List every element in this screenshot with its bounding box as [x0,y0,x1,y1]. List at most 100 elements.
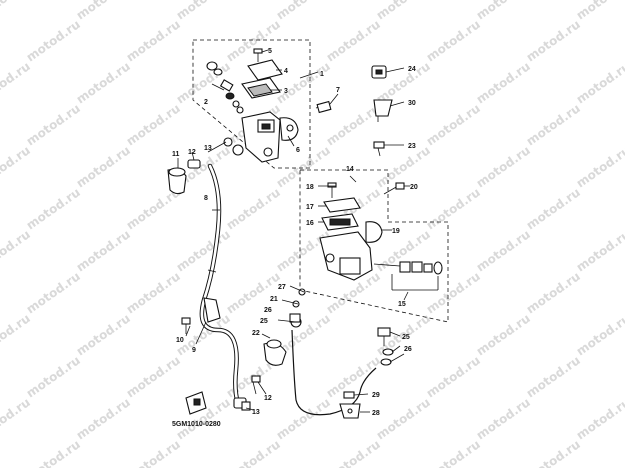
callout-13: 13 [204,145,212,152]
watermark-text: motod.ru [524,17,583,64]
watermark-text: motod.ru [574,0,625,22]
watermark-text: motod.ru [474,395,533,442]
callout-24: 24 [408,66,416,73]
watermark-text: motod.ru [574,143,625,190]
watermark-text: motod.ru [474,143,533,190]
watermark-text: motod.ru [74,311,133,358]
callout-23: 23 [408,143,416,150]
master-cylinder-assembly-outline [192,39,311,169]
callout-1: 1 [320,71,324,78]
callout-5: 5 [268,48,272,55]
watermark-text: motod.ru [574,311,625,358]
watermark-text: motod.ru [74,59,133,106]
watermark-text: motod.ru [24,269,83,316]
watermark-text: motod.ru [24,353,83,400]
clutch-pipe [291,329,377,416]
watermark-text: motod.ru [524,269,583,316]
watermark-text: motod.ru [174,0,233,22]
watermark-text: motod.ru [274,143,333,190]
callout-26b: 26 [404,346,412,353]
note-icon [185,391,207,415]
callout-27: 27 [278,284,286,291]
right-side-parts [339,65,394,419]
watermark-text: motod.ru [124,437,183,468]
watermark-text: motod.ru [324,437,383,468]
callout-26: 26 [264,307,272,314]
watermark-text: motod.ru [424,353,483,400]
watermark-text: motod.ru [0,59,33,106]
watermark-text: motod.ru [124,353,183,400]
watermark-text: motod.ru [524,185,583,232]
callout-12b: 12 [264,395,272,402]
callout-21: 21 [270,296,278,303]
watermark-text: motod.ru [0,143,33,190]
watermark-text: motod.ru [174,227,233,274]
watermark-text: motod.ru [574,227,625,274]
watermark-text: motod.ru [424,101,483,148]
callout-13b: 13 [252,409,260,416]
callout-8: 8 [204,195,208,202]
watermark-text: motod.ru [524,437,583,468]
callout-17: 17 [306,204,314,211]
leaders-right [185,67,410,413]
callout-15: 15 [398,301,406,308]
callout-4: 4 [284,68,288,75]
watermark-text: motod.ru [224,437,283,468]
watermark-text: motod.ru [474,0,533,22]
watermark-text: motod.ru [224,185,283,232]
watermark-text: motod.ru [24,437,83,468]
watermark-text: motod.ru [124,101,183,148]
callout-9: 9 [192,347,196,354]
callout-2: 2 [204,99,208,106]
watermark-text: motod.ru [24,17,83,64]
callout-22: 22 [252,330,260,337]
callout-6: 6 [296,147,300,154]
callout-7: 7 [336,87,340,94]
callout-16: 16 [306,220,314,227]
watermark-text: motod.ru [424,17,483,64]
watermark-text: motod.ru [274,395,333,442]
watermark-text: motod.ru [274,0,333,22]
watermark-text: motod.ru [124,269,183,316]
watermark-text: motod.ru [74,143,133,190]
watermark-text: motod.ru [424,437,483,468]
watermark-text: motod.ru [0,311,33,358]
callout-3: 3 [284,88,288,95]
watermark-text: motod.ru [474,311,533,358]
watermark-text: motod.ru [574,59,625,106]
callout-19: 19 [392,228,400,235]
watermark-text: motod.ru [274,59,333,106]
callout-20: 20 [410,184,418,191]
watermark-text: motod.ru [0,227,33,274]
watermark-text: motod.ru [124,17,183,64]
watermark-text: motod.ru [24,185,83,232]
callout-25b: 25 [402,334,410,341]
watermark-text: motod.ru [524,101,583,148]
watermark-text: motod.ru [74,0,133,22]
callout-14: 14 [346,166,354,173]
watermark-text: motod.ru [224,269,283,316]
watermark-text: motod.ru [424,269,483,316]
watermark-text: motod.ru [474,227,533,274]
watermark-text: motod.ru [74,395,133,442]
callout-12: 12 [188,149,196,156]
leaders-top [177,49,339,168]
callout-25: 25 [260,318,268,325]
watermark-text: motod.ru [524,353,583,400]
watermark-text: motod.ru [74,227,133,274]
watermark-text: motod.ru [424,185,483,232]
callout-28: 28 [372,410,380,417]
diagram-code: 5GM1010-0280 [172,421,221,428]
watermark-text: motod.ru [324,17,383,64]
callout-10: 10 [176,337,184,344]
watermark-text: motod.ru [0,395,33,442]
clutch-hose [181,163,261,411]
callout-18: 18 [306,184,314,191]
watermark-text: motod.ru [574,395,625,442]
watermark-text: motod.ru [374,0,433,22]
callout-29: 29 [372,392,380,399]
watermark-text: motod.ru [474,59,533,106]
watermark-text: motod.ru [24,101,83,148]
watermark-text: motod.ru [224,17,283,64]
